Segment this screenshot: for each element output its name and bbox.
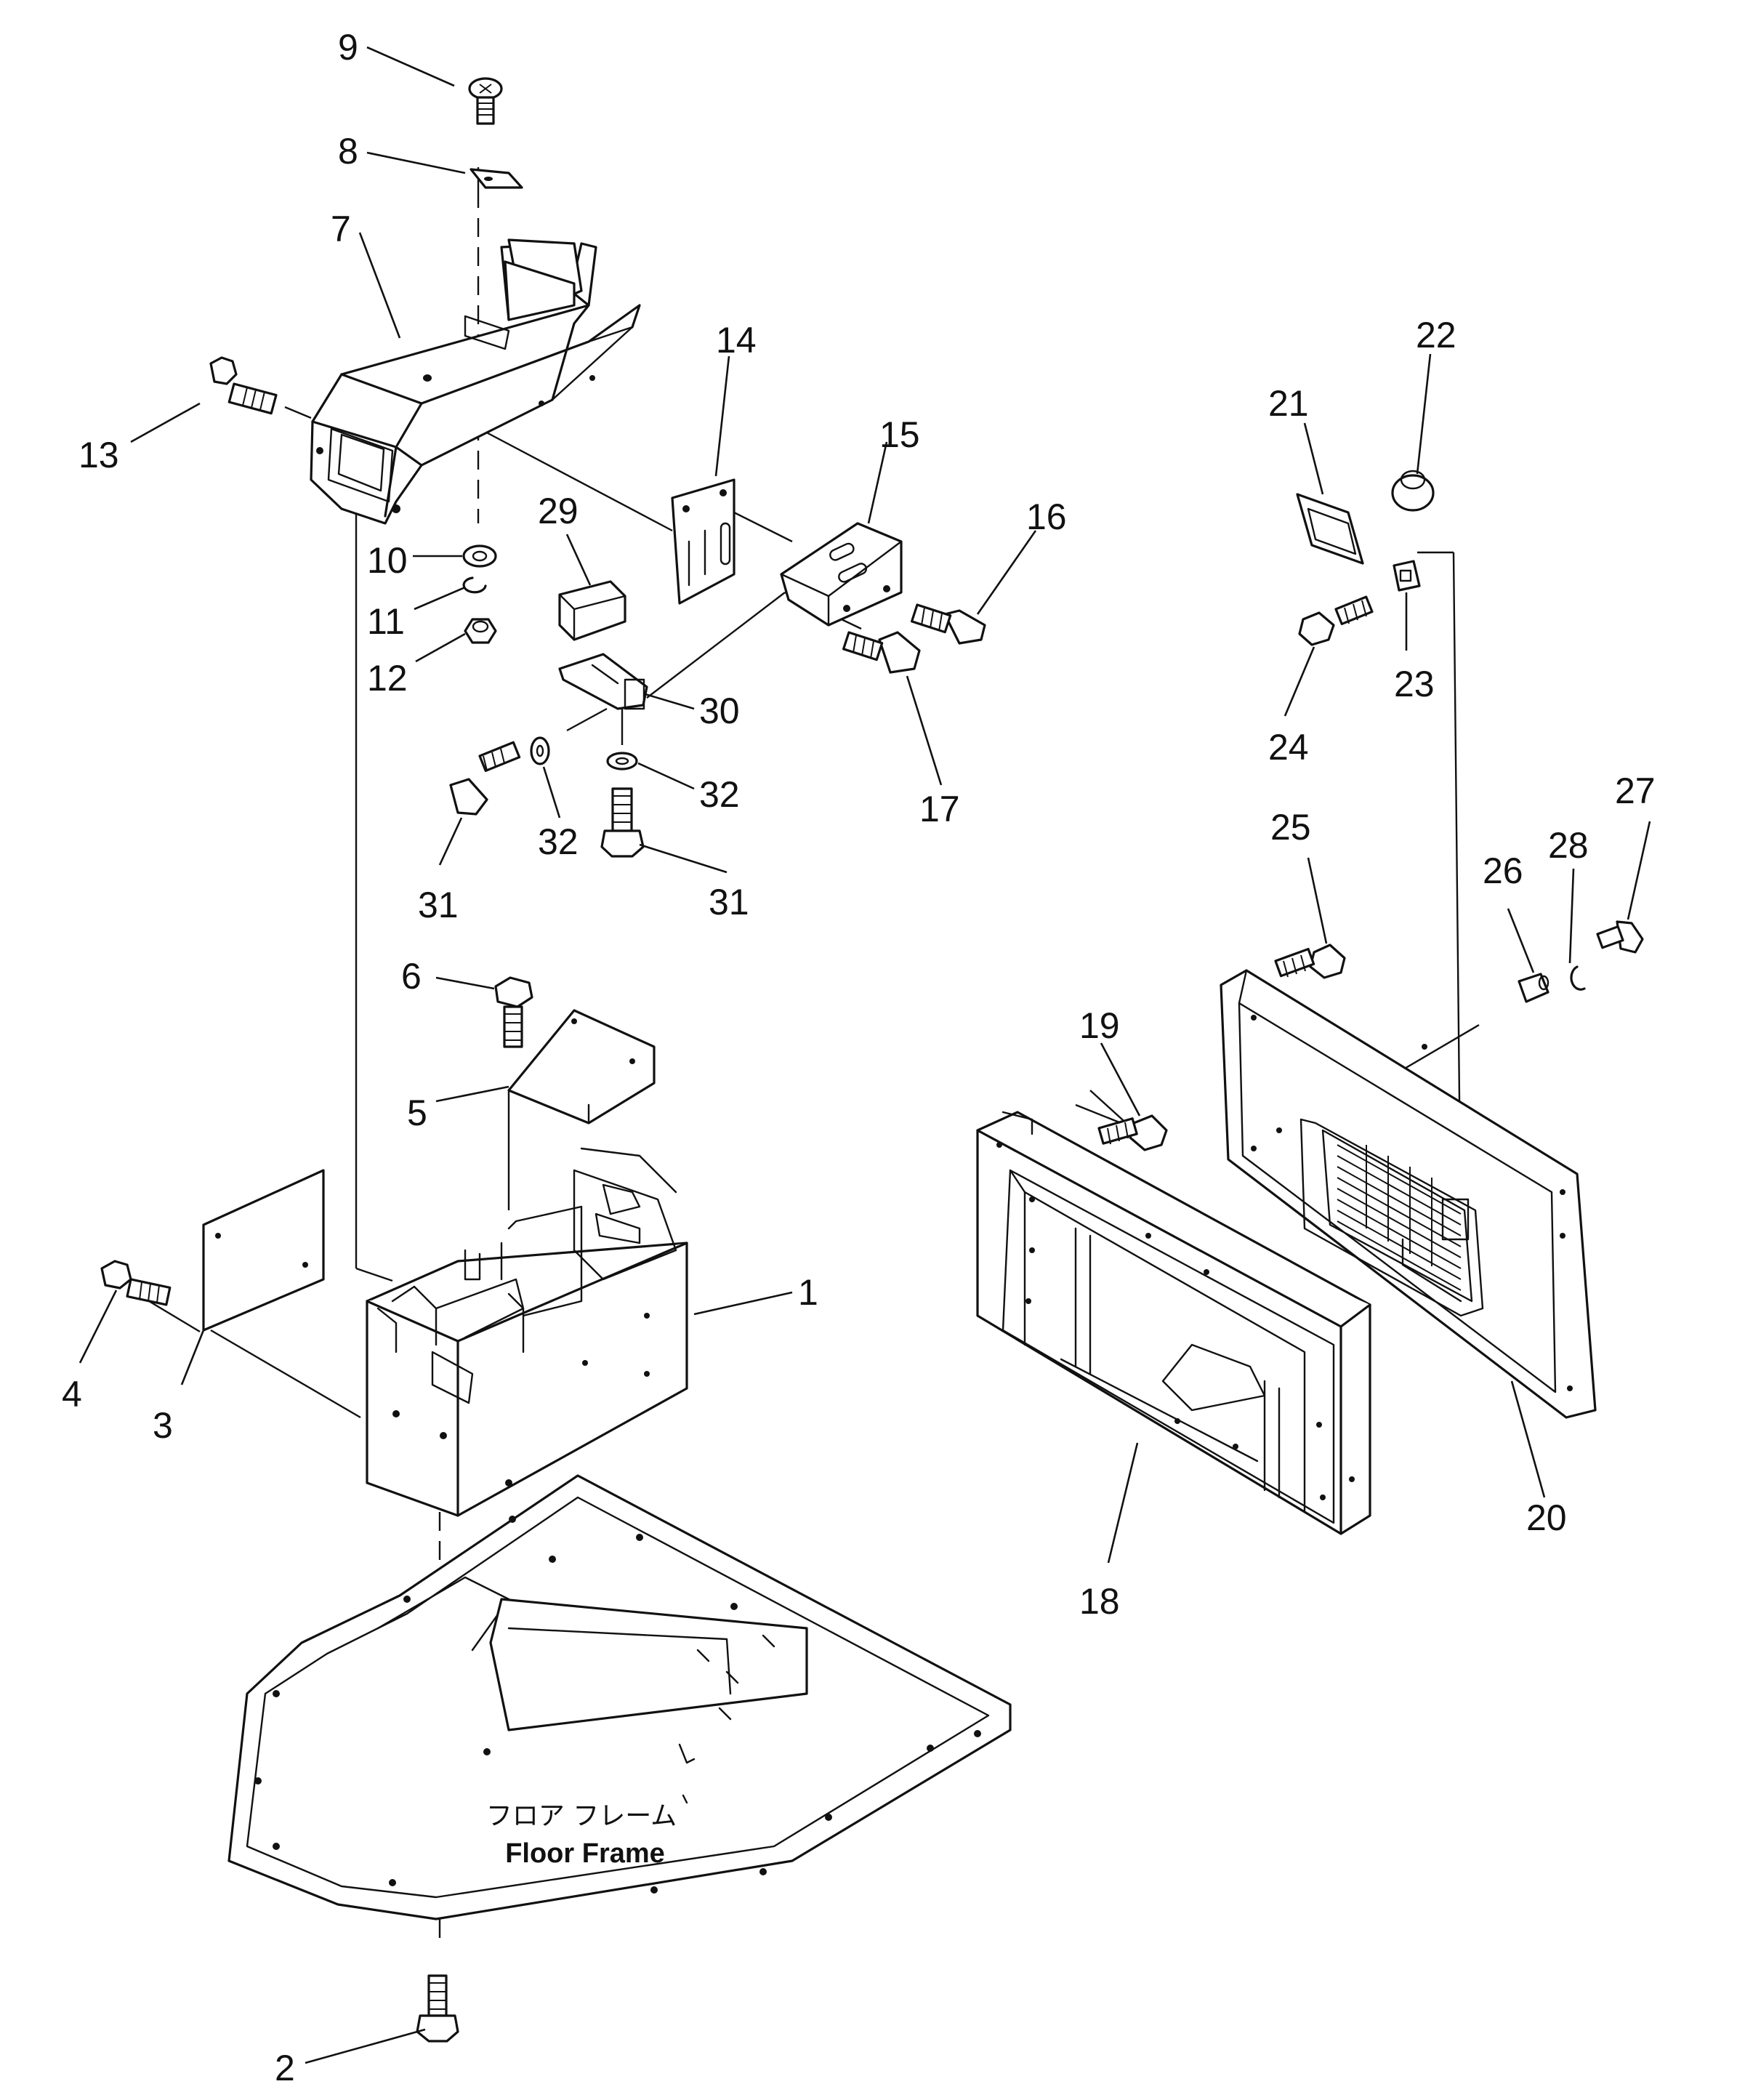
part-4-bolt — [100, 1260, 172, 1306]
callout-30: 30 — [699, 691, 740, 731]
part-16-bolt — [910, 603, 986, 645]
floor-frame-label-en: Floor Frame — [505, 1838, 665, 1869]
callout-32-right: 32 — [699, 774, 740, 815]
part-22-plug — [1391, 470, 1435, 512]
callout-16: 16 — [1026, 496, 1067, 537]
part-17-bolt — [842, 631, 921, 674]
callout-27: 27 — [1615, 771, 1656, 811]
part-8-plate — [470, 168, 523, 189]
part-30-bracket — [558, 653, 648, 710]
part-21-switch — [1296, 493, 1364, 565]
part-27-screw — [1596, 920, 1644, 954]
callout-12: 12 — [367, 658, 408, 699]
callout-20: 20 — [1526, 1497, 1567, 1538]
part-1-electrical-box — [366, 1147, 688, 1517]
callout-29: 29 — [538, 491, 579, 531]
part-7-console-cover — [310, 238, 641, 525]
callout-11: 11 — [367, 601, 405, 642]
floor-frame-label-jp: フロア フレーム — [486, 1801, 677, 1831]
part-31-bolt-lower — [600, 787, 645, 858]
callout-28: 28 — [1548, 825, 1589, 866]
part-13-bolt — [209, 356, 278, 415]
callout-32-left: 32 — [538, 821, 579, 862]
part-23-clip — [1393, 560, 1421, 592]
part-14-bracket — [671, 478, 736, 605]
callout-31-left: 31 — [418, 885, 459, 925]
callout-5: 5 — [407, 1093, 427, 1133]
callout-23: 23 — [1394, 664, 1435, 704]
callout-13: 13 — [78, 435, 119, 475]
part-24-bolt — [1298, 595, 1374, 646]
callout-18: 18 — [1079, 1581, 1120, 1622]
part-25-bolt — [1274, 944, 1346, 979]
part-31-bolt-upper — [449, 741, 521, 816]
callout-9: 9 — [338, 27, 358, 68]
callout-2: 2 — [275, 2048, 295, 2088]
callout-26: 26 — [1483, 850, 1523, 891]
callout-14: 14 — [716, 320, 757, 361]
callout-leaders — [78, 46, 1651, 2064]
callout-4: 4 — [62, 1374, 82, 1415]
floor-frame: フロア フレーム Floor Frame — [227, 1474, 1012, 1920]
part-3-plate — [202, 1169, 325, 1332]
callout-3: 3 — [153, 1405, 173, 1446]
callout-25: 25 — [1270, 807, 1311, 848]
callout-31-right: 31 — [709, 882, 749, 922]
part-9-screw — [468, 77, 503, 125]
part-29-block — [558, 580, 626, 641]
part-28-washer — [1570, 965, 1586, 991]
part-19-bolt — [1097, 1114, 1168, 1151]
callout-17: 17 — [919, 789, 960, 829]
part-15-bracket — [780, 522, 903, 627]
callout-24: 24 — [1268, 727, 1309, 768]
part-5-plate — [507, 1009, 656, 1125]
callout-7: 7 — [331, 209, 351, 249]
callout-numbers: 9 8 7 13 14 15 16 17 10 11 12 29 30 32 3… — [62, 27, 1656, 2088]
callout-22: 22 — [1416, 315, 1456, 355]
part-10-washer — [462, 544, 497, 568]
callout-6: 6 — [401, 956, 422, 997]
part-20-panel — [1220, 969, 1597, 1419]
part-32-washer-upper — [530, 736, 550, 765]
callout-15: 15 — [879, 414, 920, 455]
callout-1: 1 — [798, 1272, 818, 1313]
part-12-nut — [464, 618, 497, 644]
callout-8: 8 — [338, 131, 358, 172]
part-18-frame — [976, 1111, 1371, 1535]
part-11-spring-washer — [462, 576, 487, 594]
callout-10: 10 — [367, 540, 408, 581]
callout-21: 21 — [1268, 383, 1309, 424]
part-6-bolt — [494, 976, 533, 1048]
callout-19: 19 — [1079, 1005, 1120, 1046]
part-26-spacer — [1518, 973, 1549, 1003]
part-32-washer-lower — [606, 752, 638, 771]
part-2-bolt — [416, 1974, 459, 2043]
